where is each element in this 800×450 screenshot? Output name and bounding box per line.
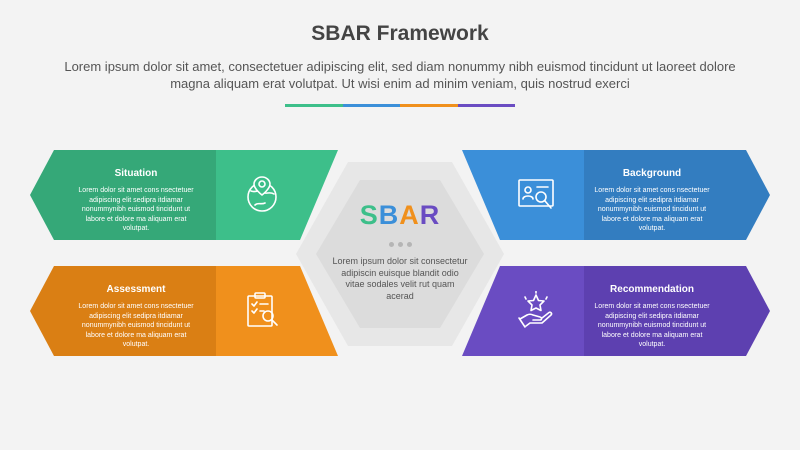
acronym-letter-a: A [399,200,420,230]
card-title: Background [622,168,682,179]
globe-location-icon [242,175,282,215]
center-hexagon [296,162,504,346]
divider-segment [285,104,343,107]
title-divider [285,104,515,107]
acronym-letter-b: B [378,200,400,230]
page-subtitle: Lorem ipsum dolor sit amet, consectetuer… [64,59,736,91]
card-body-text: Lorem dolor sit amet cons nsectetuer adi… [594,187,710,232]
card-title: Assessment [106,284,166,295]
profile-search-icon [516,175,556,215]
divider-segment [457,104,515,107]
hexagon-body-text: Lorem ipsum dolor sit consectetur adipis… [332,256,468,301]
sbar-acronym: SBAR [334,200,466,231]
card-body-text: Lorem dolor sit amet cons nsectetuer adi… [78,187,194,232]
card-background: Background Lorem dolor sit amet cons nse… [462,150,770,240]
acronym-letter-r: R [419,200,441,230]
hand-star-icon [516,290,556,331]
card-assessment: Assessment Lorem dolor sit amet cons nse… [30,266,338,356]
divider-segment [400,104,458,107]
card-situation: Situation Lorem dolor sit amet cons nsec… [30,150,338,240]
clipboard-search-icon [242,291,282,331]
divider-segment [342,104,400,107]
card-title: Recommendation [610,284,694,295]
hexagon-dots [384,242,416,248]
acronym-letter-s: S [359,200,379,230]
card-body-text: Lorem dolor sit amet cons nsectetuer adi… [78,303,194,348]
card-recommendation: Recommendation Lorem dolor sit amet cons… [462,266,770,356]
card-body-text: Lorem dolor sit amet cons nsectetuer adi… [594,303,710,348]
page-title: SBAR Framework [311,22,489,45]
card-title: Situation [114,168,158,179]
